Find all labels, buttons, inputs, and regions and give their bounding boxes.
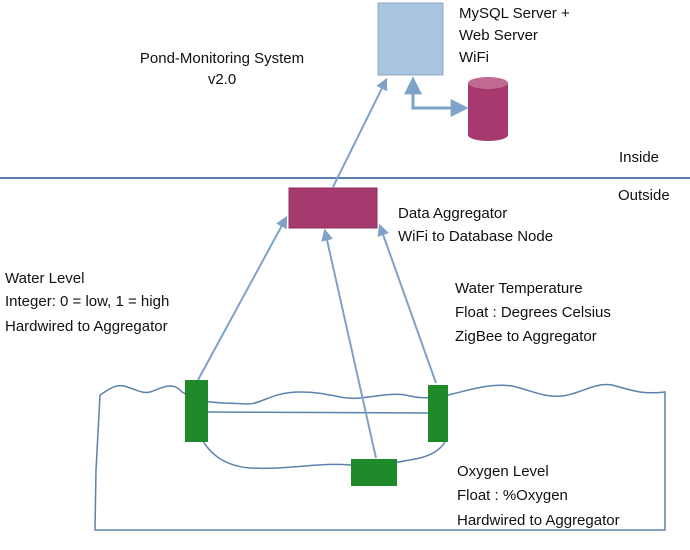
oxygen-label-line1: Oxygen Level — [457, 463, 549, 480]
server-box-icon — [377, 2, 444, 76]
water-level-label-line3: Hardwired to Aggregator — [5, 318, 168, 335]
oxygen-connector — [321, 228, 377, 459]
server-label-line2: Web Server — [459, 27, 538, 44]
server-label-line1: MySQL Server + — [459, 5, 570, 22]
aggregator-server-connector — [332, 77, 388, 188]
oxygen-label-line3: Hardwired to Aggregator — [457, 512, 620, 529]
pond-basin — [195, 429, 446, 470]
oxygen-sensor — [351, 459, 397, 486]
inside-label: Inside — [619, 149, 659, 166]
water-temperature-connector — [377, 223, 437, 384]
server-database-connector — [404, 76, 469, 117]
outside-label: Outside — [618, 187, 670, 204]
water-temperature-label-line2: Float : Degrees Celsius — [455, 304, 611, 321]
water-level-sensor — [185, 380, 208, 442]
aggregator-label-line2: WiFi to Database Node — [398, 228, 553, 245]
title-line2: v2.0 — [208, 71, 236, 88]
server-label-line3: WiFi — [459, 49, 489, 66]
water-temperature-label-line3: ZigBee to Aggregator — [455, 328, 597, 345]
oxygen-label-line2: Float : %Oxygen — [457, 487, 568, 504]
database-icon — [468, 77, 508, 141]
water-level-label-line1: Water Level — [5, 270, 84, 287]
water-temperature-sensor — [428, 385, 448, 442]
title-line1: Pond-Monitoring System — [140, 50, 304, 67]
water-level-connector — [197, 215, 288, 381]
water-surface-line — [204, 411, 431, 414]
data-aggregator-box — [288, 187, 378, 229]
pond-outline — [94, 383, 666, 531]
water-level-label-line2: Integer: 0 = low, 1 = high — [5, 293, 169, 310]
aggregator-label-line1: Data Aggregator — [398, 205, 507, 222]
water-temperature-label-line1: Water Temperature — [455, 280, 583, 297]
